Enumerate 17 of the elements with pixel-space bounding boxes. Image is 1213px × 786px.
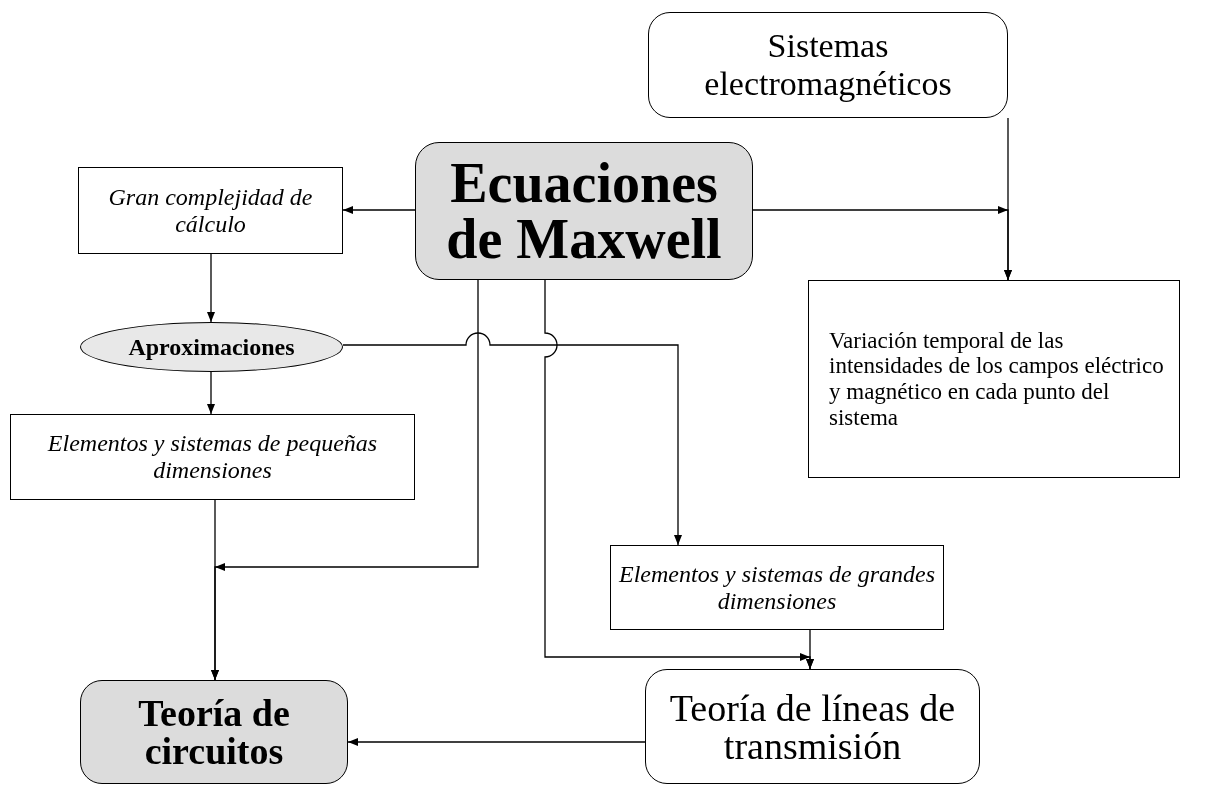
node-label: Elementos y sistemas de grandes dimensiones	[618, 560, 936, 615]
node-label: Aproximaciones	[128, 333, 295, 361]
node-label: Sistemas electromagnéticos	[703, 26, 953, 104]
process-box	[10, 414, 415, 500]
node-label: Gran complejidad de cálculo	[107, 183, 314, 238]
node-label: Elementos y sistemas de pequeñas dimensiones	[46, 430, 379, 484]
result-box	[80, 680, 348, 784]
node-label: Variación temporal de las intensidades de los campos eléctrico y magnético en cada punto del sistema	[829, 327, 1165, 431]
main-topic-box	[415, 142, 753, 280]
process-box	[610, 545, 944, 630]
node-label: Teoría de circuitos	[137, 694, 291, 770]
result-box	[645, 669, 980, 784]
process-box	[78, 167, 343, 254]
node-label: Teoría de líneas de transmisión	[668, 688, 957, 765]
description-box	[808, 280, 1180, 478]
topic-box	[648, 12, 1008, 118]
node-label: Ecuaciones de Maxwell	[445, 155, 723, 267]
